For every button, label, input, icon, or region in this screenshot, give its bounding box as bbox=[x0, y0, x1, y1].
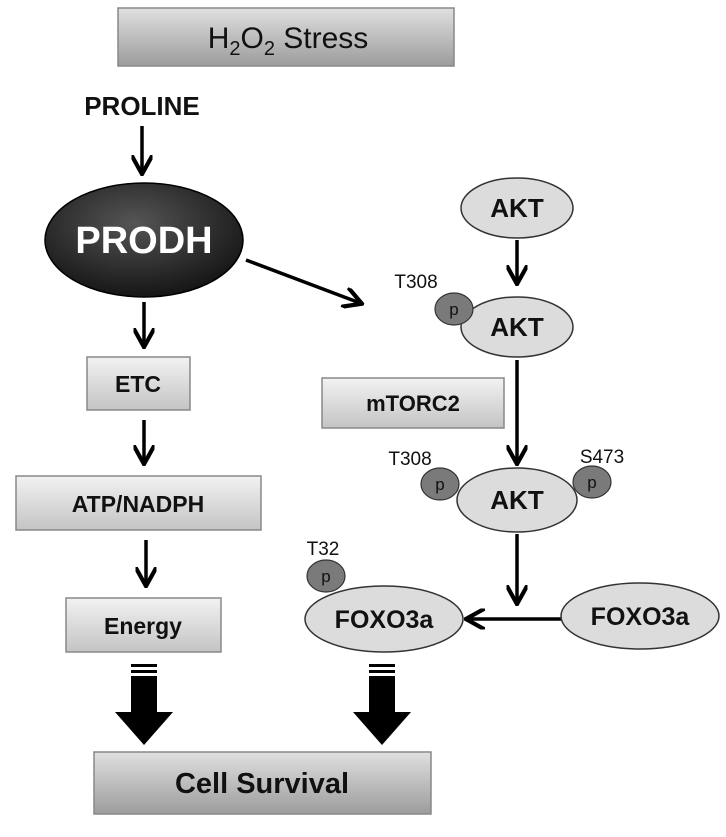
foxo-phospho-badge-label: p bbox=[321, 567, 330, 586]
etc-label: ETC bbox=[115, 371, 161, 397]
title-box: H2O2 Stress bbox=[117, 7, 455, 67]
foxo-phospho-badge: p bbox=[306, 559, 346, 593]
akt-low-phospho-left-label: p bbox=[435, 475, 444, 494]
mtorc2-label: mTORC2 bbox=[366, 391, 460, 416]
proline-label: PROLINE bbox=[84, 91, 200, 121]
akt-low-phospho-left-badge: p bbox=[420, 467, 460, 501]
foxo-free-label: FOXO3a bbox=[591, 603, 691, 631]
akt-mid-label: AKT bbox=[490, 312, 544, 342]
atp-box: ATP/NADPH bbox=[15, 475, 262, 531]
etc-box: ETC bbox=[86, 356, 191, 411]
akt-mid-node: AKT bbox=[460, 296, 574, 358]
akt-mid-phospho-label: p bbox=[449, 300, 458, 319]
foxo-site-label: T32 bbox=[307, 539, 340, 560]
block-arrow-foxo-to-survival bbox=[353, 664, 411, 745]
energy-label: Energy bbox=[104, 613, 182, 639]
akt-low-phospho-right-badge: p bbox=[572, 465, 612, 499]
akt-low-site-left-label: T308 bbox=[388, 449, 431, 470]
akt-low-label: AKT bbox=[490, 485, 544, 515]
akt-low-site-right-label: S473 bbox=[580, 447, 624, 468]
arrow-prodh-to-akt bbox=[245, 258, 360, 303]
cell-survival-label: Cell Survival bbox=[175, 768, 349, 800]
akt-top-node: AKT bbox=[460, 177, 574, 239]
mtorc2-box: mTORC2 bbox=[321, 377, 505, 429]
title-text: H2O2 Stress bbox=[208, 22, 369, 60]
prodh-node: PRODH bbox=[44, 182, 244, 298]
cell-survival-box: Cell Survival bbox=[93, 751, 432, 815]
atp-label: ATP/NADPH bbox=[72, 491, 204, 517]
akt-mid-site-label: T308 bbox=[394, 272, 437, 293]
akt-low-phospho-right-label: p bbox=[587, 473, 596, 492]
akt-mid-phospho-badge: p bbox=[434, 292, 474, 326]
akt-top-label: AKT bbox=[490, 193, 544, 223]
foxo-phospho-node: FOXO3a bbox=[304, 585, 464, 653]
block-arrow-energy-to-survival bbox=[115, 664, 173, 745]
foxo-phospho-label: FOXO3a bbox=[335, 606, 435, 634]
akt-low-node: AKT bbox=[456, 467, 578, 533]
prodh-label: PRODH bbox=[75, 220, 212, 262]
foxo-free-node: FOXO3a bbox=[560, 582, 720, 650]
energy-box: Energy bbox=[65, 597, 222, 653]
